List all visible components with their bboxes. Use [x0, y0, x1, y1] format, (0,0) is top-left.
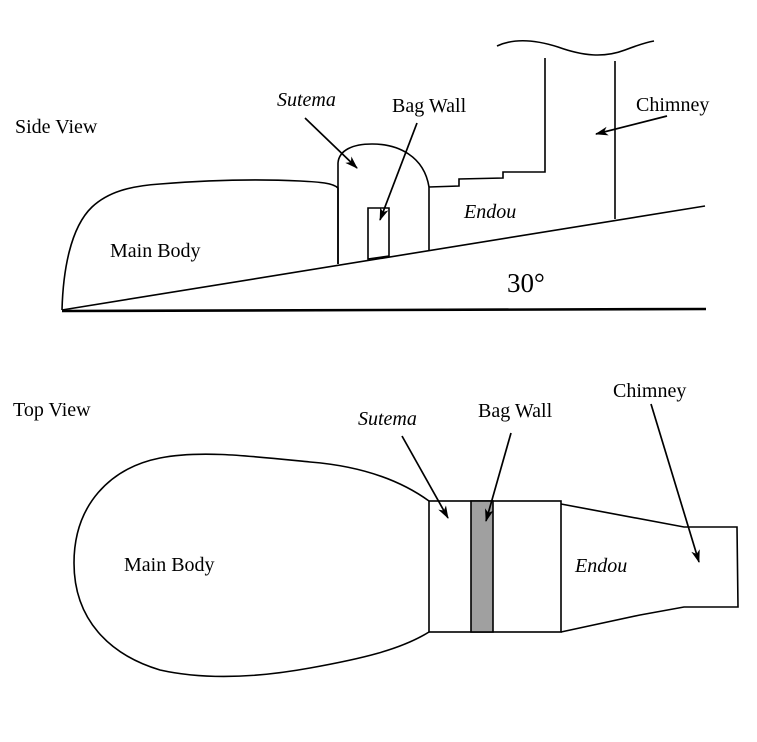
top-sutema-arrow	[401, 435, 449, 519]
side-sutema-arrow	[304, 117, 358, 169]
side-ground-baseline	[61, 307, 707, 313]
top-chimney-arrow	[650, 403, 700, 563]
top-sutema-endou-section	[428, 500, 562, 633]
side-chimney-label: Chimney	[636, 94, 709, 116]
top-sutema-label: Sutema	[358, 408, 417, 430]
top-view-title: Top View	[13, 399, 91, 421]
side-main-body-label: Main Body	[110, 240, 201, 262]
side-main-body-outline	[61, 179, 339, 311]
side-view: Side View Sutema Bag Wall	[15, 40, 709, 313]
side-chimney-break-line	[496, 40, 655, 56]
top-main-body-label: Main Body	[124, 554, 215, 576]
side-bag-wall-label: Bag Wall	[392, 95, 467, 117]
top-endou-label: Endou	[574, 555, 627, 577]
side-bag-wall	[367, 207, 390, 260]
side-chimney-arrow	[595, 115, 668, 136]
side-slope-line	[61, 205, 706, 311]
side-endou-label: Endou	[463, 201, 516, 223]
side-endou-steps-outline	[428, 58, 546, 188]
top-bag-wall-arrow	[485, 432, 512, 522]
side-bag-wall-arrow	[379, 122, 418, 221]
top-bag-wall-bar	[470, 500, 494, 633]
top-view: Top View Sutema Bag Wall Chimney Main Bo…	[13, 380, 739, 678]
side-view-title: Side View	[15, 116, 98, 138]
side-sutema-dome-outline	[337, 143, 430, 264]
side-slope-angle-label: 30°	[507, 268, 545, 298]
top-main-body-outline	[73, 453, 430, 678]
top-chimney-outline	[560, 503, 739, 633]
top-bag-wall-label: Bag Wall	[478, 400, 553, 422]
side-sutema-label: Sutema	[277, 89, 336, 111]
top-chimney-label: Chimney	[613, 380, 686, 402]
